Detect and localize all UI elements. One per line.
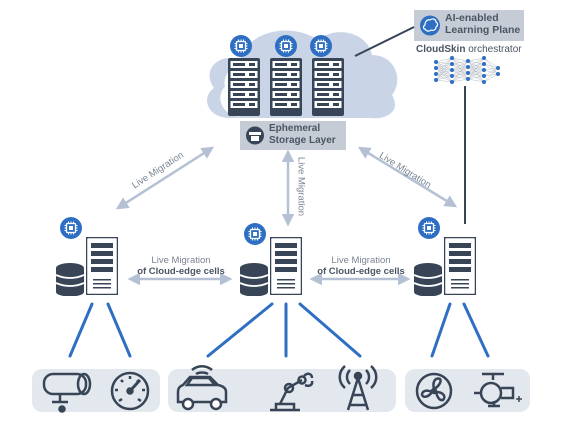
cpu-chip-icon	[275, 35, 297, 57]
database-icon	[240, 262, 268, 296]
brain-icon	[420, 15, 440, 36]
robot-arm-icon	[270, 372, 314, 412]
server-rack-icon	[86, 237, 118, 295]
neural-network-icon	[434, 56, 500, 84]
migration-right-h-top: Live Migration	[331, 255, 391, 266]
ai-plane-label: AI-enabled Learning Plane	[445, 12, 520, 36]
fan-icon	[415, 372, 453, 410]
migration-label-vertical: Live Migration	[295, 156, 307, 217]
server-rack-icon	[312, 58, 344, 116]
valve-icon	[474, 372, 522, 408]
database-icon	[56, 262, 84, 296]
security-camera-icon	[42, 372, 92, 413]
orchestrator-suffix: orchestrator	[465, 44, 522, 55]
storage-engine-icon	[246, 126, 264, 145]
cpu-chip-icon	[60, 217, 82, 239]
cpu-chip-icon	[418, 217, 440, 239]
cpu-chip-icon	[244, 223, 266, 245]
gauge-icon	[110, 371, 150, 411]
cpu-chip-icon	[230, 35, 252, 57]
migration-arrow-right	[357, 146, 458, 208]
migration-left-h-bottom: of Cloud-edge cells	[137, 266, 225, 277]
device-link	[298, 302, 362, 358]
server-rack-icon	[270, 237, 302, 295]
storage-line2: Storage Layer	[269, 135, 336, 146]
device-link	[106, 302, 132, 358]
storage-line1: Ephemeral	[269, 123, 321, 134]
device-link	[206, 302, 274, 358]
ai-plane-line1: AI-enabled	[445, 12, 499, 24]
server-rack-icon	[444, 237, 476, 295]
migration-right-h-bottom: of Cloud-edge cells	[317, 266, 405, 277]
orchestrator-label: CloudSkin orchestrator	[416, 44, 522, 55]
device-link	[430, 302, 452, 358]
migration-label-left-horizontal: Live Migration of Cloud-edge cells	[128, 255, 234, 277]
server-rack-icon	[228, 58, 260, 116]
migration-label-right-horizontal: Live Migration of Cloud-edge cells	[308, 255, 414, 277]
car-icon	[176, 365, 228, 411]
orchestrator-brand: CloudSkin	[416, 44, 466, 55]
server-rack-icon	[270, 58, 302, 116]
database-icon	[414, 262, 442, 296]
migration-left-h-top: Live Migration	[151, 255, 211, 266]
antenna-tower-icon	[338, 365, 378, 411]
storage-layer-label: Ephemeral Storage Layer	[269, 123, 336, 147]
ai-plane-line2: Learning Plane	[445, 24, 521, 36]
ai-plane-connector	[354, 26, 415, 57]
device-link	[68, 302, 94, 358]
cpu-chip-icon	[310, 35, 332, 57]
migration-arrow-left	[115, 146, 215, 210]
device-link	[462, 302, 490, 358]
